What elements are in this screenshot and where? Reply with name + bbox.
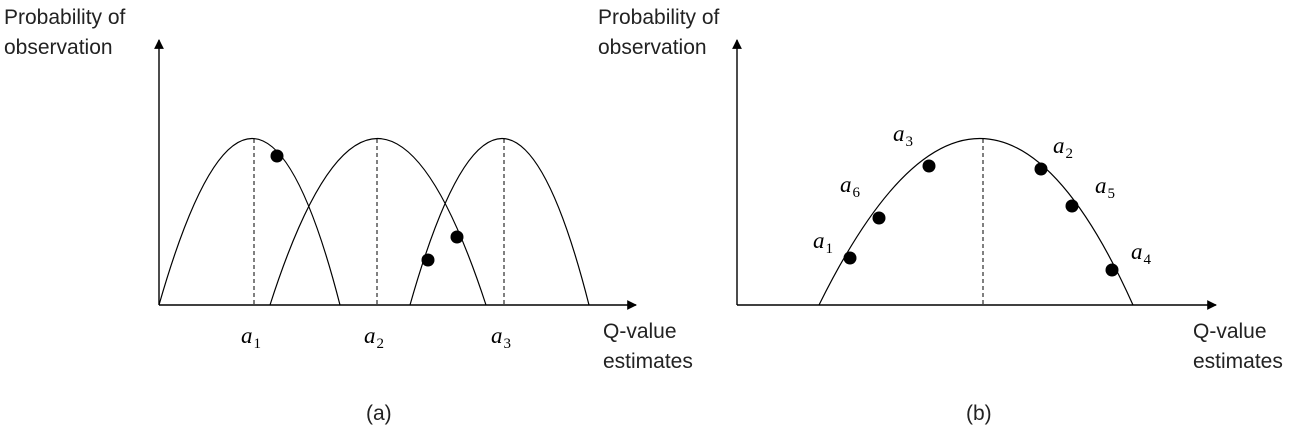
panel-a-distribution-2: [269, 137, 487, 306]
panel-b-label-a2-symbol: a: [1053, 133, 1065, 158]
panel-b-label-a6: a6: [840, 172, 861, 201]
panel-b-label-a3-symbol: a: [893, 121, 905, 146]
panel-a-tick-a2-subscript: 2: [377, 336, 385, 352]
panel-b-label-a2: a2: [1053, 133, 1073, 162]
panel-a-y-label-line1: Probability of: [4, 6, 126, 29]
panel-b-point-a5: [1065, 199, 1079, 213]
panel-b-distribution: [818, 138, 1134, 306]
panel-a-sample-point-1: [270, 149, 284, 163]
panel-b-point-a1: [843, 251, 857, 265]
panel-b-label-a5: a5: [1095, 173, 1115, 202]
panel-b-label-a3: a3: [893, 121, 913, 150]
panel-b: Probability of observation a1 a6 a3 a2 a…: [598, 6, 1283, 425]
panel-b-label-a6-symbol: a: [840, 172, 852, 197]
panel-a-tick-a1-symbol: a: [241, 323, 253, 348]
panel-b-point-a3: [922, 159, 936, 173]
panel-b-label-a5-symbol: a: [1095, 173, 1107, 198]
panel-a-sample-point-2: [450, 230, 464, 244]
panel-a-x-label-line2: estimates: [603, 350, 693, 373]
panel-a-tick-a1: a1: [241, 323, 261, 352]
panel-b-label-a2-subscript: 2: [1066, 146, 1074, 162]
panel-a: Probability of observation a1 a2 a3 Q-va…: [4, 6, 693, 425]
panel-b-point-a4: [1105, 263, 1119, 277]
panel-b-label-a4-subscript: 4: [1144, 252, 1152, 268]
panel-a-sample-point-3: [421, 253, 435, 267]
panel-b-x-label-line2: estimates: [1193, 350, 1283, 373]
panel-b-caption: (b): [966, 402, 992, 425]
panel-b-label-a3-subscript: 3: [906, 134, 914, 150]
panel-b-label-a1: a1: [813, 228, 833, 257]
panel-a-tick-a2-symbol: a: [364, 323, 376, 348]
panel-a-distribution-3: [409, 138, 590, 306]
panel-a-x-label-line1: Q-value: [603, 320, 677, 343]
panel-b-label-a5-subscript: 5: [1108, 186, 1116, 202]
panel-b-label-a4-symbol: a: [1131, 239, 1143, 264]
panel-a-tick-a3: a3: [491, 323, 511, 352]
panel-b-y-label-line1: Probability of: [598, 6, 720, 29]
panel-b-label-a6-subscript: 6: [853, 185, 861, 201]
panel-b-y-label-line2: observation: [598, 36, 707, 59]
panel-a-y-label-line2: observation: [4, 36, 113, 59]
panel-b-label-a1-subscript: 1: [826, 241, 834, 257]
panel-a-tick-a1-subscript: 1: [254, 336, 262, 352]
panel-a-tick-a2: a2: [364, 323, 384, 352]
panel-b-label-a1-symbol: a: [813, 228, 825, 253]
panel-a-caption: (a): [366, 402, 392, 425]
panel-b-point-a6: [872, 211, 886, 225]
panel-b-point-a2: [1034, 162, 1048, 176]
panel-a-tick-a3-symbol: a: [491, 323, 503, 348]
panel-b-label-a4: a4: [1131, 239, 1152, 268]
panel-b-x-label-line1: Q-value: [1193, 320, 1267, 343]
panel-a-distribution-1: [158, 138, 341, 306]
panel-a-tick-a3-subscript: 3: [504, 336, 512, 352]
